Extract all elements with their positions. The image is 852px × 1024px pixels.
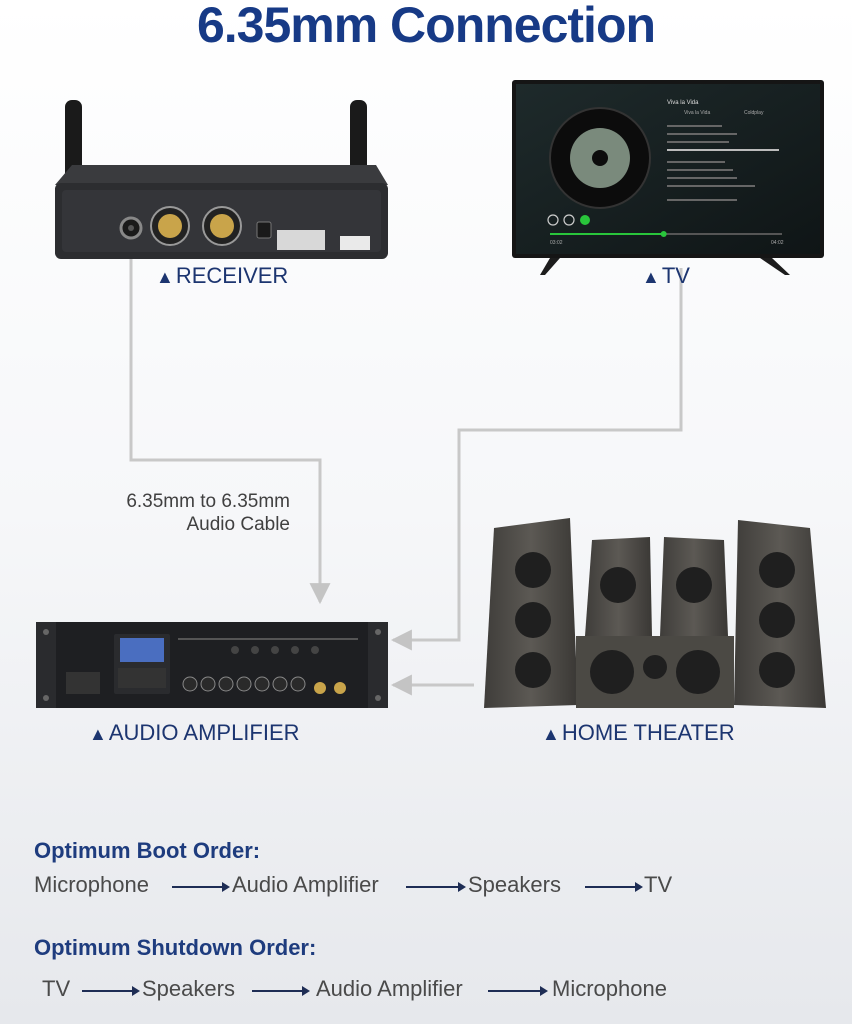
page-title: 6.35mm Connection xyxy=(196,0,656,53)
boot-order-title: Optimum Boot Order: xyxy=(34,838,261,863)
tv-time-elapsed: 03:02 xyxy=(550,240,563,246)
home-theater-device xyxy=(484,518,826,708)
shutdown-step: Speakers xyxy=(142,976,235,1001)
tv-progress-bar xyxy=(550,233,664,235)
tv-device: Viva la Vida Viva la Vida Coldplay 03:02… xyxy=(512,80,824,275)
shutdown-step: Audio Amplifier xyxy=(316,976,463,1001)
shutdown-order-steps: TV Speakers Audio Amplifier Microphone xyxy=(34,976,814,1006)
shutdown-step: TV xyxy=(42,976,71,1001)
tv-album: Viva la Vida xyxy=(684,110,710,116)
tv-artist: Coldplay xyxy=(744,110,764,116)
boot-step: Speakers xyxy=(468,872,561,897)
wire-tv-to-amplifier xyxy=(390,268,683,651)
boot-step: Microphone xyxy=(34,872,149,897)
home-theater-label: ▲HOME THEATER xyxy=(542,720,735,745)
tv-song-title: Viva la Vida xyxy=(667,100,699,106)
tv-label: ▲TV xyxy=(642,263,690,288)
shutdown-order-title: Optimum Shutdown Order: xyxy=(34,935,317,960)
amplifier-device xyxy=(36,622,388,708)
boot-step: TV xyxy=(644,872,673,897)
shutdown-step: Microphone xyxy=(552,976,667,1001)
amplifier-label: ▲AUDIO AMPLIFIER xyxy=(89,720,300,745)
boot-order-steps: Microphone Audio Amplifier Speakers TV xyxy=(34,872,814,902)
wire-receiver-to-amplifier xyxy=(129,255,331,605)
receiver-device xyxy=(55,100,388,259)
tv-time-total: 04:02 xyxy=(771,240,784,246)
boot-step: Audio Amplifier xyxy=(232,872,379,897)
cable-label: 6.35mm to 6.35mm Audio Cable xyxy=(126,491,290,535)
receiver-label: ▲RECEIVER xyxy=(156,263,289,288)
